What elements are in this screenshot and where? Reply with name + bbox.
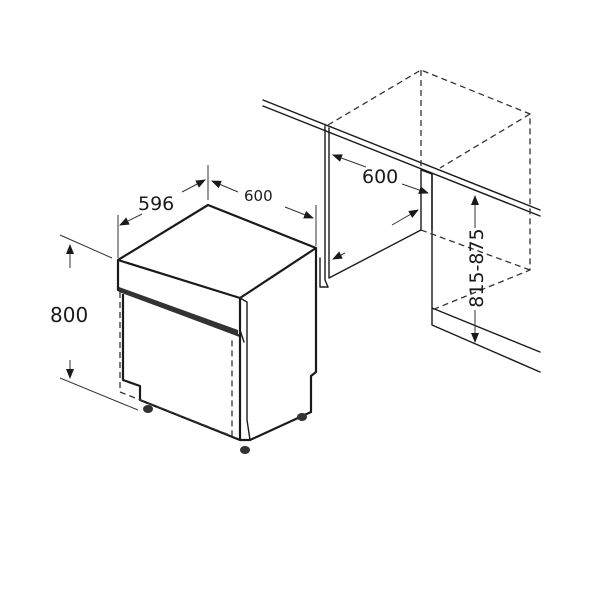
side-panel-left (324, 125, 433, 288)
height-extension-bottom (59, 377, 139, 411)
width-arrow-right (181, 179, 206, 193)
label-niche-height: 815-875 (466, 228, 488, 307)
niche-min-depth-arrow-right (391, 209, 419, 226)
top-face (116, 203, 318, 300)
hinge-line (239, 329, 245, 343)
depth-arrow-left (211, 180, 239, 193)
height-extension-top (59, 234, 113, 259)
plinth-right (431, 173, 541, 373)
side-panel-foot (319, 257, 329, 288)
label-appliance-width: 596 (138, 193, 174, 215)
width-arrow-left (119, 213, 143, 226)
foot-front-right (240, 446, 250, 454)
foot-back-right (297, 413, 307, 421)
door-dashed-outline (119, 292, 233, 437)
door-front (121, 294, 242, 442)
label-appliance-height: 800 (50, 303, 88, 327)
niche-depth-arrow-right (401, 183, 429, 194)
door-handle (119, 287, 238, 336)
niche-min-depth-arrow-left (332, 251, 346, 260)
niche-dashed-outline (327, 69, 531, 311)
depth-arrow-right (284, 206, 314, 219)
dishwasher (59, 165, 318, 454)
side-panel-edge (239, 297, 251, 441)
countertop-edge-top (262, 99, 541, 211)
right-side (240, 248, 318, 442)
label-appliance-depth: 600 (244, 187, 273, 205)
label-niche-depth: 600 (362, 166, 398, 188)
countertop-edge-bottom (262, 105, 541, 217)
cabinet-niche (262, 69, 541, 373)
niche-depth-arrow-left (332, 154, 367, 168)
foot-left (143, 405, 153, 413)
